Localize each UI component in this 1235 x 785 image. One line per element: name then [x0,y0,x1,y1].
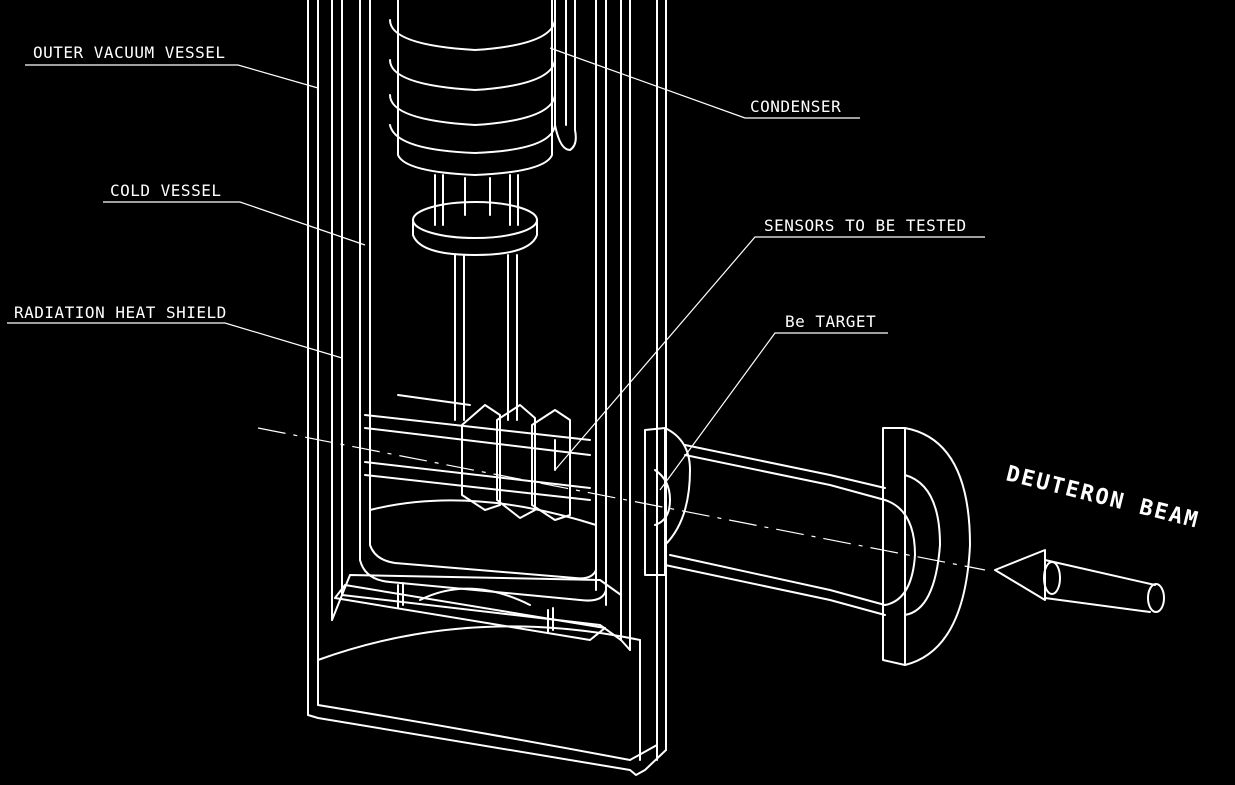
sensors-to-be-tested [364,394,591,521]
beam-axis [257,427,986,571]
deuteron-beam-label: DEUTERON BEAM [1004,462,1202,534]
sensor-holder-support [412,174,538,421]
radiation-heat-shield [331,0,631,651]
be-target-label: Be TARGET [785,312,876,331]
sensors-label: SENSORS TO BE TESTED [764,216,967,235]
cold-vessel [359,0,607,606]
beam-tube [644,427,971,666]
condenser [389,0,577,176]
deuteron-beam-arrow [994,549,1165,613]
bottom-plate [334,582,606,641]
condenser-label: CONDENSER [750,97,841,116]
cold-vessel-label: COLD VESSEL [110,181,221,200]
leader-lines [7,47,985,491]
outer-vacuum-vessel [307,0,667,776]
radiation-heat-shield-label: RADIATION HEAT SHIELD [14,303,227,322]
outer-vacuum-vessel-label: OUTER VACUUM VESSEL [33,43,226,62]
